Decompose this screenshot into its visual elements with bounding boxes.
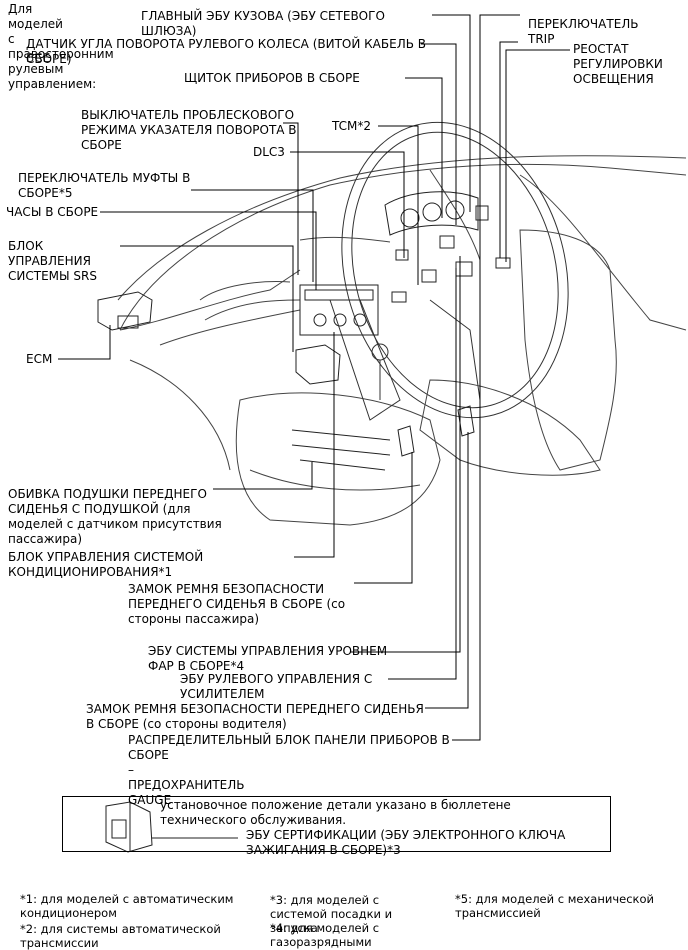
small-modules: [391, 205, 511, 303]
note-box: [62, 796, 611, 852]
label-hazard-switch: ВЫКЛЮЧАТЕЛЬ ПРОБЛЕСКОВОГО РЕЖИМА УКАЗАТЕ…: [81, 108, 297, 152]
label-srs-unit: БЛОК УПРАВЛЕНИЯ СИСТЕМЫ SRS: [8, 239, 97, 283]
buckle-shapes: [291, 405, 475, 471]
srs-shape: [295, 344, 341, 385]
ecm-shape: [97, 291, 153, 331]
footnote-3: *3: для моделей с системой посадки и зап…: [270, 893, 393, 935]
label-ac-control: БЛОК УПРАВЛЕНИЯ СИСТЕМОЙ КОНДИЦИОНИРОВАН…: [8, 550, 204, 579]
footnote-2: *2: для системы автоматической трансмисс…: [20, 922, 221, 950]
footnote-4: *4: для моделей с газоразрядными: [270, 921, 380, 949]
label-clock: ЧАСЫ В СБОРЕ: [6, 205, 99, 219]
label-dlc3: DLC3: [253, 145, 285, 159]
steering-wheel: [341, 121, 569, 419]
label-rheostat: РЕОСТАТ РЕГУЛИРОВКИ ОСВЕЩЕНИЯ: [573, 42, 663, 86]
ac-panel-shape: [299, 284, 379, 336]
left-seat: [235, 392, 441, 526]
label-tcm: TCM*2: [332, 119, 371, 133]
label-steering-sensor: ДАТЧИК УГЛА ПОВОРОТА РУЛЕВОГО КОЛЕСА (ВИ…: [26, 37, 426, 66]
footnote-1: *1: для моделей с автоматическим кондици…: [20, 892, 234, 920]
label-power-steering-ecu: ЭБУ РУЛЕВОГО УПРАВЛЕНИЯ С УСИЛИТЕЛЕМ: [180, 672, 373, 701]
label-left-models-overprint: ВСЕ: [26, 51, 51, 65]
label-ecm: ECM: [26, 352, 53, 366]
label-seat-cushion: ОБИВКА ПОДУШКИ ПЕРЕДНЕГО СИДЕНЬЯ С ПОДУШ…: [8, 487, 222, 546]
label-driver-buckle: ЗАМОК РЕМНЯ БЕЗОПАСНОСТИ ПЕРЕДНЕГО СИДЕН…: [86, 702, 424, 731]
label-body-ecu: ГЛАВНЫЙ ЭБУ КУЗОВА (ЭБУ СЕТЕВОГО ШЛЮЗА): [141, 9, 385, 38]
leader-lines: [58, 14, 570, 741]
label-junction-block: РАСПРЕДЕЛИТЕЛЬНЫЙ БЛОК ПАНЕЛИ ПРИБОРОВ В…: [128, 733, 450, 807]
label-trip-switch: ПЕРЕКЛЮЧАТЕЛЬ TRIP: [528, 17, 639, 46]
combination-meter-shape: [384, 191, 479, 236]
label-clutch-switch: ПЕРЕКЛЮЧАТЕЛЬ МУФТЫ В СБОРЕ*5: [18, 171, 191, 200]
label-headlight-ecu: ЭБУ СИСТЕМЫ УПРАВЛЕНИЯ УРОВНЕМ ФАР В СБО…: [148, 644, 388, 673]
footnote-5: *5: для моделей с механической трансмисс…: [455, 892, 654, 920]
cert-ecu-shape: [105, 801, 238, 853]
label-left-models: Для моделей с правосторонним рулевым упр…: [8, 2, 114, 91]
note-cert-ecu: ЭБУ СЕРТИФИКАЦИИ (ЭБУ ЭЛЕКТРОННОГО КЛЮЧА…: [246, 828, 566, 857]
dashboard-outline: [117, 155, 687, 471]
label-passenger-buckle: ЗАМОК РЕМНЯ БЕЗОПАСНОСТИ ПЕРЕДНЕГО СИДЕН…: [128, 582, 346, 626]
label-combination-meter: ЩИТОК ПРИБОРОВ В СБОРЕ: [184, 71, 360, 85]
right-seat: [419, 229, 617, 476]
note-location-text: установочное положение детали указано в …: [160, 798, 511, 827]
